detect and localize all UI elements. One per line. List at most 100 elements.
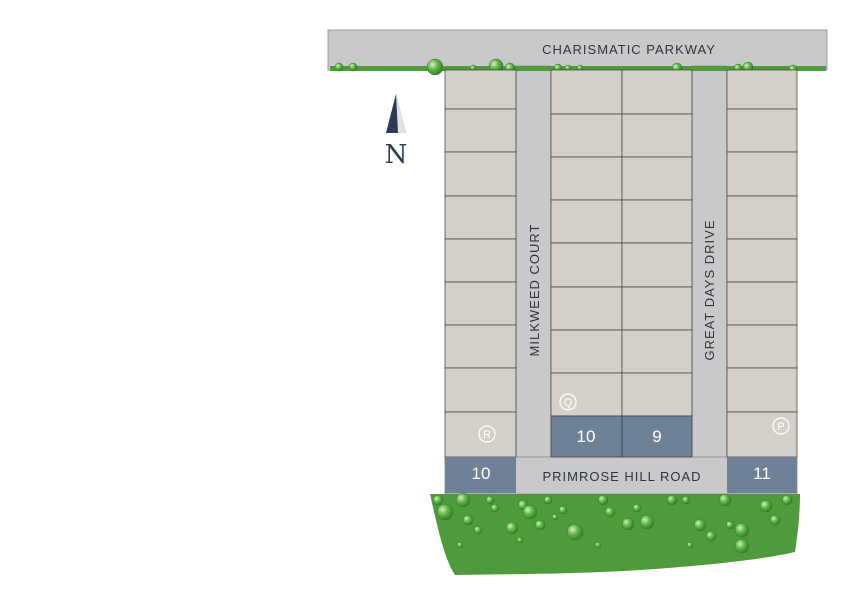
milkweed-court-road	[515, 65, 552, 495]
street-labels: CHARISMATIC PARKWAY MILKWEED COURT GREAT…	[527, 42, 717, 484]
middle-left-lot-1[interactable]	[550, 69, 623, 115]
south-bush-icon	[558, 505, 568, 515]
east-lot-6[interactable]	[726, 281, 798, 326]
west-lot-8[interactable]	[444, 367, 517, 413]
street-label-charismatic-parkway: CHARISMATIC PARKWAY	[542, 42, 716, 57]
south-bush-icon	[639, 514, 655, 530]
lot-number-middle-right: 9	[652, 427, 661, 446]
west-lot-6[interactable]	[444, 281, 517, 326]
middle-right-lot-5[interactable]	[621, 242, 693, 288]
street-label-milkweed-court: MILKWEED COURT	[527, 224, 542, 357]
middle-left-lot-5[interactable]	[550, 242, 623, 288]
parkway-bush-icon	[348, 62, 358, 72]
south-bush-icon	[566, 523, 584, 541]
south-bush-icon	[621, 517, 635, 531]
middle-right-lot-1[interactable]	[621, 69, 693, 115]
south-bush-icon	[705, 530, 717, 542]
south-bush-icon	[516, 536, 524, 544]
middle-left-lot-8[interactable]	[550, 372, 623, 417]
middle-left-lot-6[interactable]	[550, 286, 623, 331]
south-bush-icon	[534, 519, 546, 531]
lot-middle-left-highlight[interactable]	[550, 415, 623, 458]
block-east	[726, 69, 798, 458]
west-lot-1[interactable]	[444, 69, 517, 110]
block-marker-q-icon	[559, 393, 577, 411]
middle-left-lot-3[interactable]	[550, 156, 623, 201]
block-marker-q-label: Q	[564, 397, 573, 409]
lot-middle-right-highlight[interactable]	[621, 415, 693, 458]
east-lot-3[interactable]	[726, 151, 798, 197]
block-markers: R Q P	[478, 393, 790, 443]
south-bush-icon	[543, 495, 553, 505]
compass: N	[385, 94, 408, 170]
east-lot-4[interactable]	[726, 195, 798, 240]
south-bush-icon	[681, 495, 691, 505]
west-lot-7[interactable]	[444, 324, 517, 369]
south-bush-icon	[522, 504, 538, 520]
east-lot-1[interactable]	[726, 69, 798, 110]
south-bush-icon	[686, 541, 694, 549]
south-bush-icon	[485, 495, 495, 505]
south-bush-icon	[455, 492, 471, 508]
south-bush-icon	[462, 514, 474, 526]
south-bush-icon	[594, 541, 602, 549]
middle-right-lot-4[interactable]	[621, 199, 693, 244]
west-lot-3[interactable]	[444, 151, 517, 197]
lot-west-highlight[interactable]	[445, 457, 516, 493]
charismatic-parkway-road	[327, 29, 828, 71]
block-west	[444, 69, 517, 458]
south-bush-icon	[432, 494, 444, 506]
east-lot-2[interactable]	[726, 108, 798, 153]
east-lot-9[interactable]	[726, 411, 798, 458]
south-bush-icon	[604, 506, 616, 518]
street-label-primrose-hill-road: PRIMROSE HILL ROAD	[542, 469, 701, 484]
east-lot-7[interactable]	[726, 324, 798, 369]
parkway-bush-icon	[426, 58, 444, 76]
block-marker-r-label: R	[483, 429, 491, 441]
lot-number-west: 10	[472, 464, 491, 483]
south-bush-icon	[734, 538, 750, 554]
west-lot-4[interactable]	[444, 195, 517, 240]
compass-label: N	[385, 140, 408, 170]
lot-number-east: 11	[753, 464, 771, 483]
east-lot-5[interactable]	[726, 238, 798, 283]
south-bush-icon	[505, 521, 519, 535]
west-lot-9[interactable]	[444, 411, 517, 458]
south-bush-icon	[666, 494, 678, 506]
street-label-great-days-drive: GREAT DAYS DRIVE	[702, 220, 717, 361]
middle-right-lot-8[interactable]	[621, 372, 693, 417]
south-bush-icon	[781, 494, 793, 506]
middle-left-lot-4[interactable]	[550, 199, 623, 244]
south-bush-icon	[473, 525, 483, 535]
middle-right-lot-7[interactable]	[621, 329, 693, 374]
south-bush-icon	[597, 494, 609, 506]
west-lot-2[interactable]	[444, 108, 517, 153]
south-bush-icon	[718, 493, 732, 507]
south-bush-icon	[456, 541, 464, 549]
block-marker-r-icon	[478, 425, 496, 443]
block-middle	[550, 69, 693, 417]
lot-number-middle-left: 10	[577, 427, 596, 446]
block-marker-p-label: P	[777, 421, 784, 433]
east-lot-8[interactable]	[726, 367, 798, 413]
middle-right-lot-3[interactable]	[621, 156, 693, 201]
lot-east-highlight[interactable]	[727, 457, 797, 493]
south-bush-icon	[693, 518, 707, 532]
south-bush-icon	[490, 503, 500, 513]
middle-left-lot-2[interactable]	[550, 113, 623, 158]
middle-left-lot-7[interactable]	[550, 329, 623, 374]
highlighted-lots: 10 10 9 11	[445, 415, 797, 493]
south-green-area	[430, 494, 800, 575]
west-lot-5[interactable]	[444, 238, 517, 283]
middle-right-lot-6[interactable]	[621, 286, 693, 331]
north-arrow-highlight	[396, 94, 406, 133]
south-bush-icon	[436, 503, 454, 521]
south-bush-icon	[769, 514, 781, 526]
block-marker-p-icon	[772, 417, 790, 435]
south-bush-icon	[551, 513, 559, 521]
south-bush-icon	[734, 522, 750, 538]
south-bush-icon	[632, 503, 642, 513]
parkway-bush-icon	[334, 62, 344, 72]
middle-right-lot-2[interactable]	[621, 113, 693, 158]
